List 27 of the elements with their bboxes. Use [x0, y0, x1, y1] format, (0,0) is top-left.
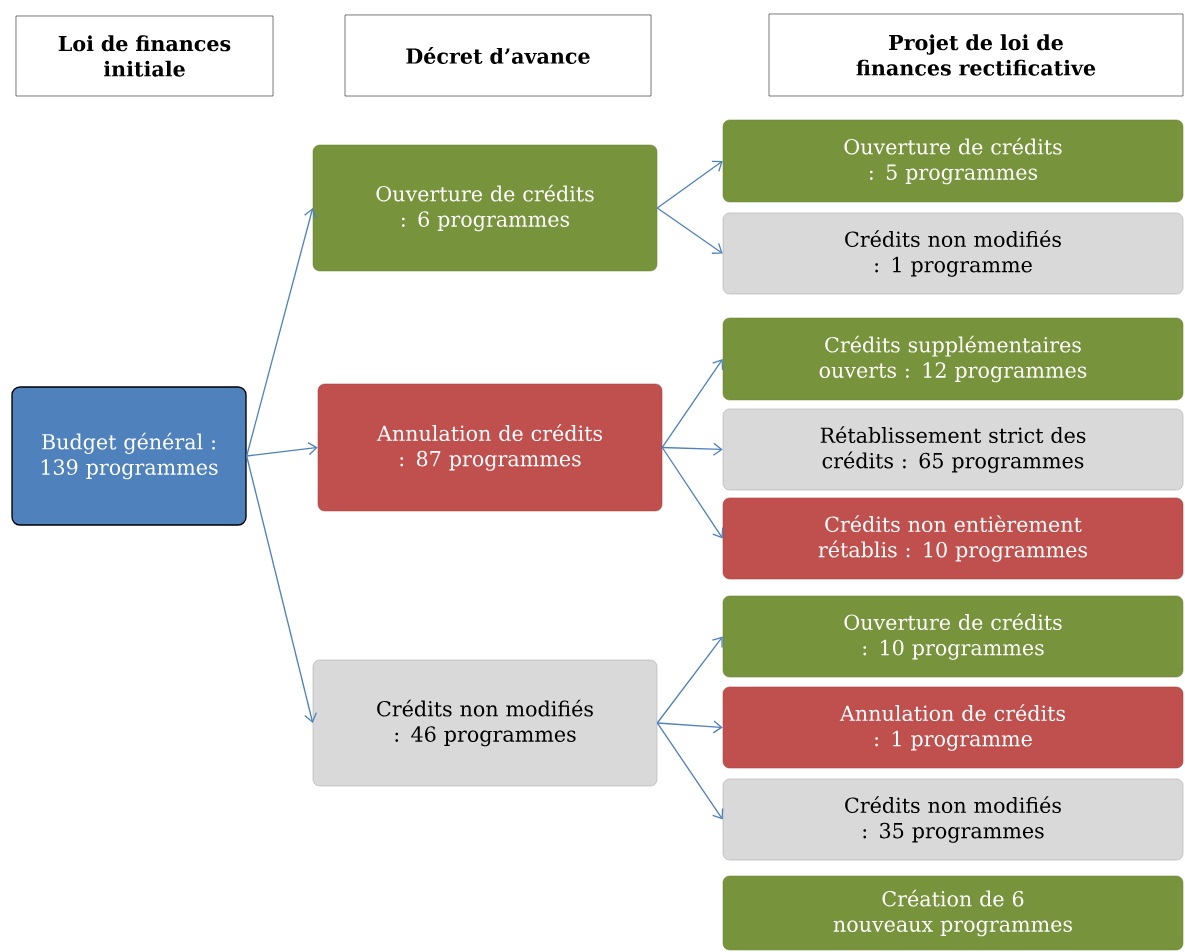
arrow: [661, 359, 724, 449]
arrow: [656, 636, 723, 724]
arrow: [246, 208, 317, 457]
column-header: Projet de loi de finances rectificative: [768, 13, 1184, 97]
process-box: Crédits non modifiés : 1 programme: [722, 212, 1184, 295]
process-box: Ouverture de crédits : 5 programmes: [722, 119, 1184, 203]
arrow: [661, 442, 723, 456]
process-box: Annulation de crédits : 1 programme: [722, 686, 1184, 769]
process-box: Rétablissement strict des crédits : 65 programmes: [722, 408, 1184, 491]
arrow: [656, 160, 723, 209]
arrow: [246, 441, 318, 457]
process-box: Ouverture de crédits : 6 programmes: [312, 144, 658, 272]
arrow: [656, 207, 723, 254]
column-header: Loi de finances initiale: [15, 15, 274, 97]
process-box: Crédits non entièrement rétablis : 10 programmes: [722, 497, 1184, 580]
process-box: Ouverture de crédits : 10 programmes: [722, 595, 1184, 678]
arrow: [246, 455, 318, 723]
process-box: Crédits non modifiés : 35 programmes: [722, 778, 1184, 861]
process-box: Crédits supplémentaires ouverts : 12 programmes: [722, 317, 1184, 401]
arrow: [656, 722, 724, 820]
arrow: [661, 446, 724, 539]
column-header: Décret d’avance: [344, 14, 652, 97]
process-box: Budget général : 139 programmes: [11, 386, 247, 526]
arrow: [656, 720, 723, 734]
process-box: Crédits non modifiés : 46 programmes: [312, 659, 658, 787]
process-box: Annulation de crédits : 87 programmes: [317, 383, 663, 512]
process-box: Création de 6 nouveaux programmes: [722, 875, 1184, 951]
